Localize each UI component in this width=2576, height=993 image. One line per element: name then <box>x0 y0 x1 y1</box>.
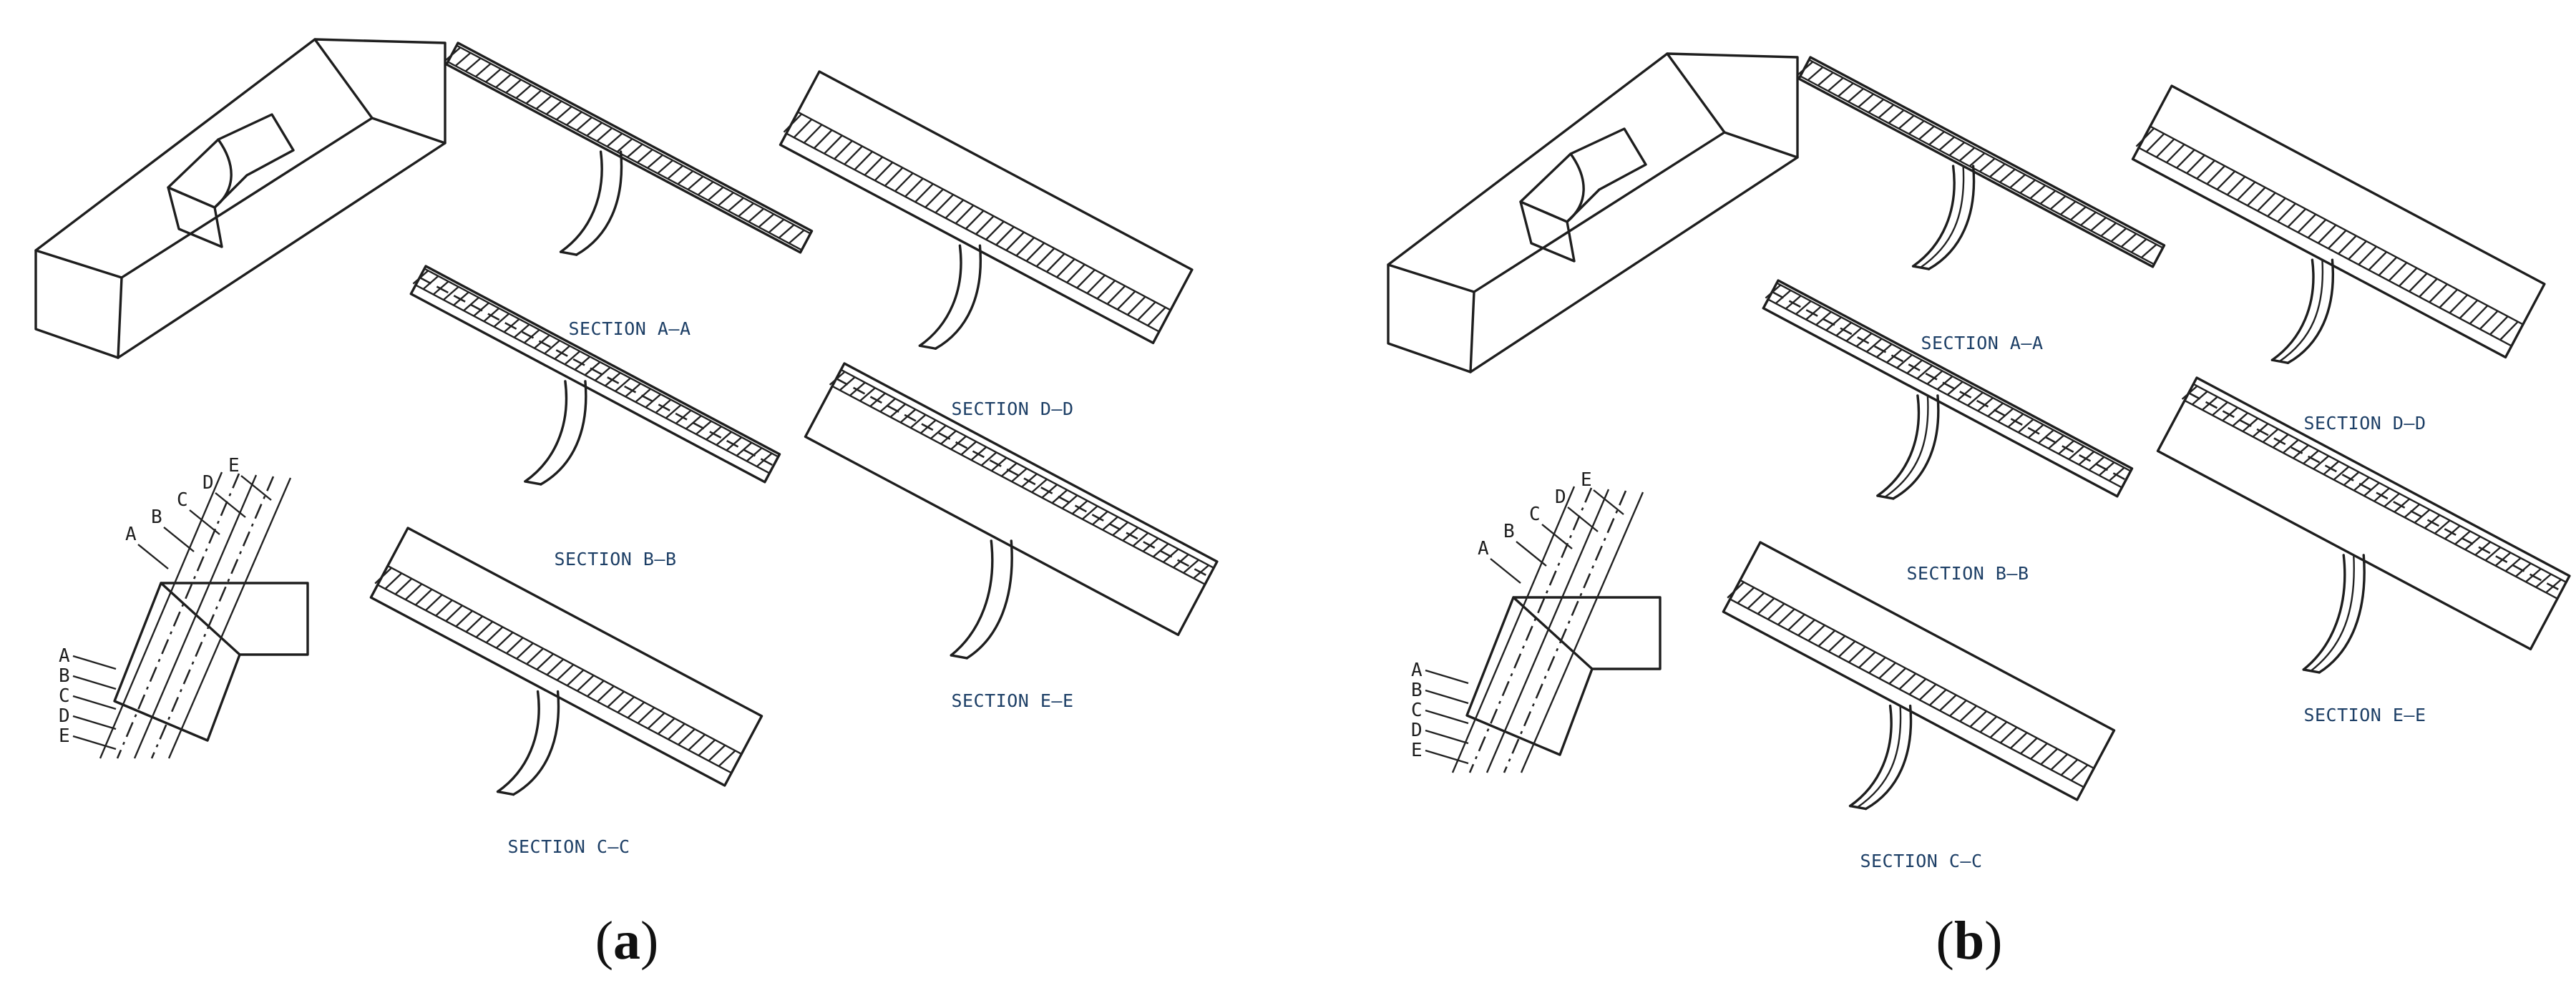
plane-label-left-B: B <box>1411 680 1423 701</box>
section-e-e-label: SECTION E–E <box>951 690 1073 711</box>
caption-b: (b) <box>1936 911 2003 971</box>
section-d-d-label: SECTION D–D <box>951 398 1073 419</box>
plane-label-top-D: D <box>203 472 214 494</box>
hatching <box>374 567 736 767</box>
section-e-e-label: SECTION E–E <box>2303 705 2426 725</box>
plane-label-left-A: A <box>59 645 70 667</box>
section-c-c-label: SECTION C–C <box>1860 851 1982 871</box>
weld-fin <box>1848 704 1913 811</box>
weld-fin <box>918 244 982 350</box>
weld-fin <box>1911 165 1976 270</box>
weld-line <box>1771 290 2127 481</box>
hatching <box>444 47 805 244</box>
isometric-block <box>1387 52 1799 373</box>
plane-label-left-D: D <box>1411 720 1423 741</box>
plane-label-top-C: C <box>177 489 188 511</box>
caption-b-open: ( <box>1936 911 1954 971</box>
plane-label-top-A: A <box>1478 538 1489 559</box>
weld-fin <box>559 150 623 256</box>
caption-a-open: ( <box>595 911 613 971</box>
caption-a-close: ) <box>640 911 658 971</box>
hatching <box>783 113 1166 326</box>
weld-line <box>836 378 1210 578</box>
caption-a-letter: a <box>613 911 640 971</box>
plane-label-left-E: E <box>59 725 70 747</box>
section-c-c-label: SECTION C–C <box>507 836 630 857</box>
isometric-block <box>34 38 447 359</box>
plane-label-left-C: C <box>1411 700 1423 721</box>
plane-label-left-E: E <box>1411 740 1423 761</box>
section-a-a <box>1797 56 2166 270</box>
plane-label-top-D: D <box>1555 486 1566 508</box>
weld-fin <box>1876 394 1940 500</box>
section-e-e <box>804 362 1219 660</box>
hatching <box>2135 127 2519 341</box>
weld-fin <box>496 690 560 796</box>
plane-label-left-A: A <box>1411 660 1423 681</box>
plane-label-left-C: C <box>59 685 70 707</box>
plane-label-top-A: A <box>125 524 137 545</box>
caption-b-letter: b <box>1954 911 1984 971</box>
section-c-c <box>1722 541 2116 811</box>
section-d-d <box>779 70 1194 350</box>
section-d-d <box>2131 84 2546 364</box>
caption-b-close: ) <box>1984 911 2002 971</box>
section-d-d-label: SECTION D–D <box>2303 413 2426 434</box>
plane-label-left-D: D <box>59 705 70 727</box>
section-c-c <box>369 527 763 796</box>
weld-fin <box>950 539 1013 660</box>
weld-line <box>2188 392 2562 592</box>
plane-label-left-B: B <box>59 665 70 687</box>
plane-label-top-C: C <box>1529 504 1541 525</box>
section-b-b <box>1762 279 2134 500</box>
caption-a: (a) <box>595 911 659 971</box>
hatching <box>1797 61 2157 258</box>
section-e-e <box>2156 376 2571 674</box>
section-a-a <box>444 41 814 256</box>
section-b-b <box>409 265 781 486</box>
section-a-a-label: SECTION A–A <box>568 318 691 339</box>
weld-line <box>419 276 774 466</box>
section-b-b-label: SECTION B–B <box>1906 563 2029 584</box>
weld-fin <box>2270 258 2334 364</box>
plane-label-top-E: E <box>228 455 240 476</box>
plane-label-top-B: B <box>151 507 162 528</box>
section-b-b-label: SECTION B–B <box>554 549 676 569</box>
section-a-a-label: SECTION A–A <box>1921 333 2043 353</box>
hatching <box>1727 581 2089 781</box>
plane-label-top-B: B <box>1503 521 1515 542</box>
plane-label-top-E: E <box>1581 469 1592 491</box>
weld-fin <box>2302 554 2366 674</box>
weld-fin <box>524 380 587 486</box>
